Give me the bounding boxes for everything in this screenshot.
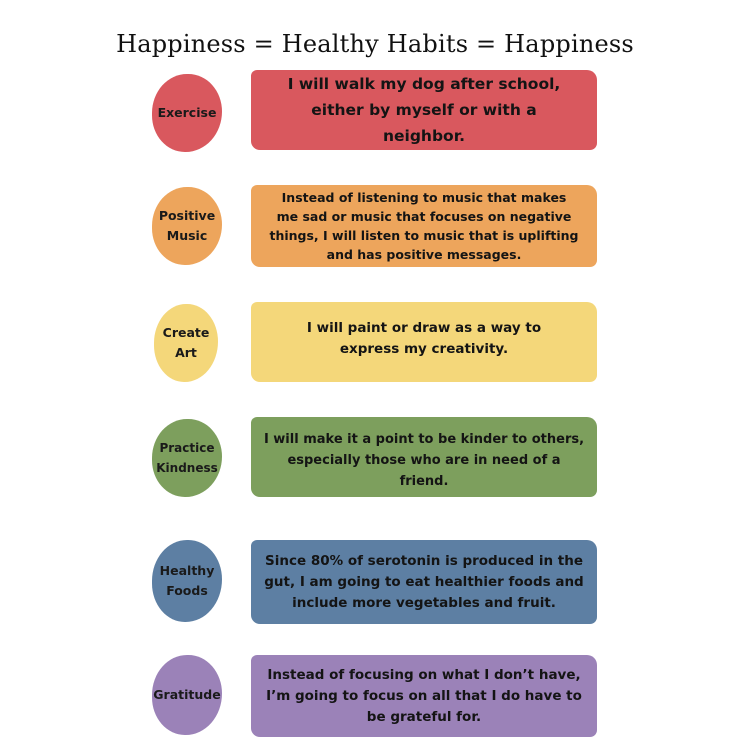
habit-card-exercise: I will walk my dog after school, either …	[251, 70, 597, 150]
habit-label-line: Create	[162, 325, 210, 340]
habit-badge-healthy-foods: Healthy Foods	[152, 540, 222, 622]
habit-label-line: Foods	[166, 583, 208, 598]
habit-card-create-art: I will paint or draw as a way to express…	[251, 302, 597, 382]
habit-badge-create-art: Create Art	[154, 304, 218, 382]
habit-row-practice-kindness: Practice Kindness I will make it a point…	[0, 417, 750, 507]
habit-badge-practice-kindness: Practice Kindness	[152, 419, 222, 497]
habit-card-practice-kindness: I will make it a point to be kinder to o…	[251, 417, 597, 497]
habit-row-positive-music: Positive Music Instead of listening to m…	[0, 185, 750, 275]
habit-badge-exercise: Exercise	[152, 74, 222, 152]
habit-label-line: Music	[166, 228, 208, 243]
habit-text: I will walk my dog after school, either …	[287, 75, 561, 145]
habit-card-healthy-foods: Since 80% of serotonin is produced in th…	[251, 540, 597, 624]
habit-label-line: Kindness	[156, 461, 218, 475]
habit-text: I will paint or draw as a way to express…	[306, 320, 542, 357]
habit-row-create-art: Create Art I will paint or draw as a way…	[0, 302, 750, 392]
habit-row-gratitude: Gratitude Instead of focusing on what I …	[0, 655, 750, 745]
habit-text: Instead of focusing on what I don’t have…	[266, 666, 582, 725]
habit-label-line: Positive	[158, 208, 216, 223]
habit-label-line: Practice	[159, 441, 215, 455]
habit-text: Since 80% of serotonin is produced in th…	[264, 552, 584, 611]
habit-text: I will make it a point to be kinder to o…	[263, 432, 585, 489]
habit-row-healthy-foods: Healthy Foods Since 80% of serotonin is …	[0, 540, 750, 630]
habit-text: Instead of listening to music that makes…	[269, 190, 579, 262]
habit-row-exercise: Exercise I will walk my dog after school…	[0, 70, 750, 160]
habit-label-line: Gratitude	[153, 687, 221, 702]
habit-card-positive-music: Instead of listening to music that makes…	[251, 185, 597, 267]
habit-badge-positive-music: Positive Music	[152, 187, 222, 265]
habit-label-line: Healthy	[159, 563, 215, 578]
habit-card-gratitude: Instead of focusing on what I don’t have…	[251, 655, 597, 737]
habit-label-line: Art	[175, 345, 197, 360]
page-title: Happiness = Healthy Habits = Happiness	[116, 30, 634, 58]
habit-badge-gratitude: Gratitude	[152, 655, 222, 735]
habit-label-line: Exercise	[157, 105, 217, 120]
